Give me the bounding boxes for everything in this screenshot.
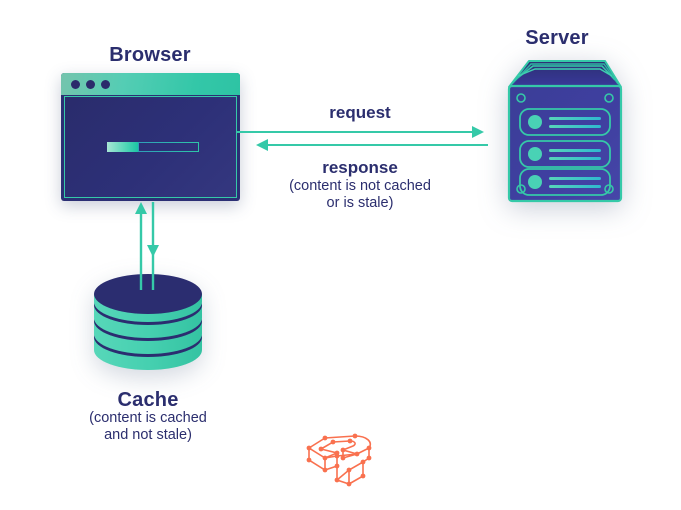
response-sublabel-line1: (content is not cached bbox=[289, 178, 431, 194]
server-bay-led-icon bbox=[528, 147, 542, 161]
cache-top-surface bbox=[94, 274, 202, 314]
request-arrow bbox=[236, 126, 484, 138]
browser-window-illustration bbox=[61, 73, 240, 201]
response-sublabel-line2: or is stale) bbox=[326, 195, 394, 211]
response-sublabel: (content is not cached or is stale) bbox=[252, 178, 468, 212]
server-drive-bay-1 bbox=[519, 108, 611, 136]
browser-titlebar bbox=[61, 73, 240, 95]
server-screw-icon bbox=[516, 184, 526, 194]
server-front-face bbox=[507, 84, 623, 203]
server-screw-icon bbox=[516, 93, 526, 103]
cache-sublabel-line2: and not stale) bbox=[104, 427, 192, 443]
server-screw-icon bbox=[604, 93, 614, 103]
browser-label: Browser bbox=[109, 44, 191, 66]
browser-dot-icon-3 bbox=[101, 80, 110, 89]
cache-sublabel: (content is cached and not stale) bbox=[53, 410, 243, 444]
server-bay-led-icon bbox=[528, 115, 542, 129]
cache-illustration bbox=[94, 274, 202, 370]
cache-sublabel-line1: (content is cached bbox=[89, 410, 207, 426]
server-screw-icon bbox=[604, 184, 614, 194]
response-arrowhead-icon bbox=[256, 139, 268, 151]
server-label: Server bbox=[525, 27, 589, 49]
response-arrow bbox=[256, 139, 488, 151]
server-illustration bbox=[507, 60, 623, 203]
request-label: request bbox=[329, 103, 391, 122]
wireframe-logo-icon bbox=[306, 433, 372, 487]
response-label: response bbox=[322, 158, 398, 177]
browser-dot-icon-2 bbox=[86, 80, 95, 89]
request-arrowhead-icon bbox=[472, 126, 484, 138]
progress-bar bbox=[107, 142, 199, 152]
server-drive-bay-3 bbox=[519, 168, 611, 196]
cache-down-arrowhead-icon bbox=[147, 245, 159, 257]
cache-up-arrowhead-icon bbox=[135, 202, 147, 214]
cache-label: Cache bbox=[117, 389, 179, 411]
server-bay-led-icon bbox=[528, 175, 542, 189]
browser-viewport bbox=[64, 96, 237, 198]
progress-bar-track bbox=[138, 142, 199, 152]
progress-bar-fill bbox=[107, 142, 139, 152]
browser-dot-icon-1 bbox=[71, 80, 80, 89]
server-drive-bay-2 bbox=[519, 140, 611, 168]
